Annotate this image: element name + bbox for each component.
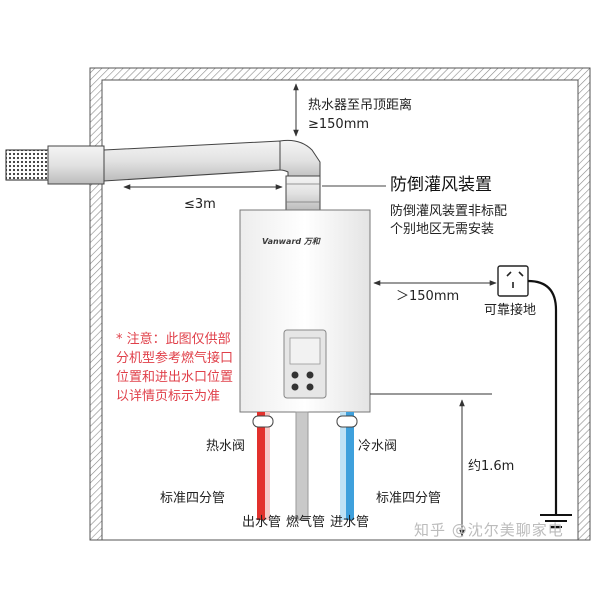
socket-distance-label: ＞150mm [396, 289, 460, 304]
knob-icon [291, 371, 299, 379]
hot-valve-label: 热水阀 [206, 439, 246, 454]
water-heater [239, 209, 371, 413]
grounding-label: 可靠接地 [484, 303, 537, 318]
dimension-lines [123, 83, 497, 537]
height-label: 约1.6m [468, 459, 515, 474]
outlet-pipe-label: 出水管 [242, 515, 282, 530]
anti-backdraft-note-1: 防倒灌风装置非标配 [390, 204, 508, 219]
knob-icon [306, 371, 314, 379]
brand-logo: Vanward 万和 [262, 237, 320, 246]
install-note: * 注意：此图仅供部分机型参考燃气接口位置和进出水口位置以详情页标示为准 [116, 332, 234, 404]
ceiling-distance-label: 热水器至吊顶距离 [308, 98, 413, 113]
anti-backdraft-note-2: 个别地区无需安装 [390, 222, 495, 237]
hot-valve-icon [252, 415, 274, 428]
flue-length-label: ≤3m [184, 197, 216, 212]
watermark: 知乎 @沈尔美聊家电 [414, 521, 564, 539]
flue-pipe [5, 139, 321, 211]
std-pipe-right-label: 标准四分管 [376, 491, 442, 506]
cold-valve-label: 冷水阀 [358, 439, 398, 454]
knob-icon [291, 383, 299, 391]
std-pipe-left-label: 标准四分管 [160, 491, 226, 506]
ground-icon [540, 514, 572, 528]
power-socket [497, 265, 572, 528]
inlet-pipe-label: 进水管 [330, 515, 370, 530]
anti-backdraft-title: 防倒灌风装置 [390, 175, 492, 195]
cold-valve-icon [336, 415, 358, 428]
socket-icon [497, 265, 529, 297]
pipes [252, 411, 358, 521]
knob-icon [306, 383, 314, 391]
gas-pipe-label: 燃气管 [286, 515, 326, 530]
ceiling-distance-value: ≥150mm [308, 117, 370, 132]
